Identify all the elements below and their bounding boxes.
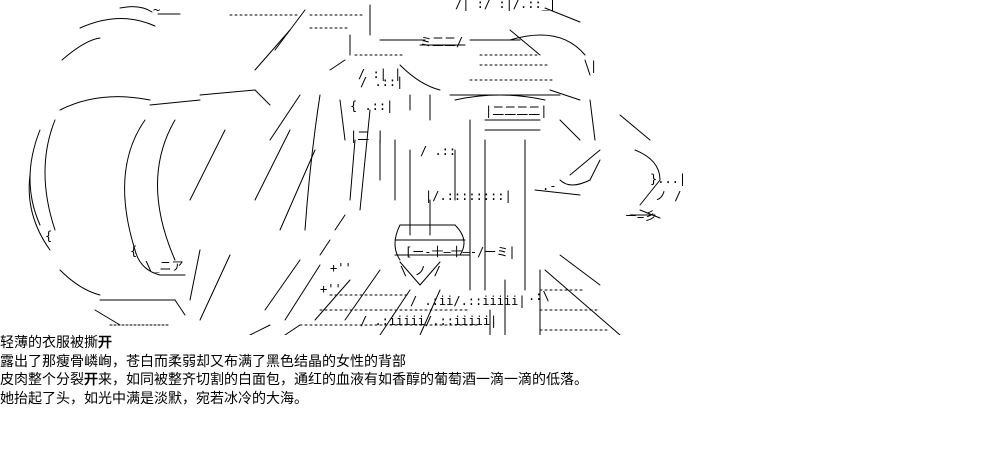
svg-text:ミ二二/: ミ二二/	[420, 35, 463, 49]
caption-text: 轻薄的衣服被撕开 露出了那瘦骨嶙峋，苍白而柔弱却又布满了黑色结晶的女性的背部 皮…	[0, 334, 986, 408]
svg-text:ノ /: ノ /	[655, 189, 681, 203]
svg-text:|/.::::::::|: |/.::::::::|	[425, 189, 512, 203]
svg-text:{: {	[130, 244, 137, 258]
svg-text:.:\: .:\	[528, 289, 550, 303]
svg-text:\_ニア: \_ニア	[145, 259, 183, 273]
svg-text:[ー-十―十―-/ーミ|: [ー-十―十―-/ーミ|	[405, 245, 516, 259]
svg-text:}...|: }...|	[650, 172, 686, 186]
figure-illustration: ~ /| :/ :|/.::_| ミ二二/ / :| | / .::| { .:…	[28, 0, 686, 335]
svg-text:ー=彡: ー=彡	[625, 209, 656, 223]
caption-line-3: 皮肉整个分裂开来，如同被整齐切割的白面包，通红的血液有如香醇的葡萄酒一滴一滴的低…	[0, 372, 588, 388]
svg-text:|二二二二|: |二二二二|	[485, 104, 547, 118]
svg-text:+'': +''	[330, 261, 352, 275]
svg-text:/| :/ :|/.::_|: /| :/ :|/.::_|	[455, 0, 556, 11]
svg-text:~: ~	[153, 3, 160, 17]
svg-text:/ :| |: / :| |	[358, 67, 401, 81]
caption-line-1: 轻薄的衣服被撕开	[0, 335, 112, 351]
caption-line-2: 露出了那瘦骨嶙峋，苍白而柔弱却又布满了黑色结晶的女性的背部	[0, 353, 406, 370]
svg-text:.-: .-	[542, 179, 556, 193]
svg-text:/ .::|: / .::|	[360, 75, 403, 89]
svg-text:/ .::: / .::	[420, 144, 456, 158]
svg-text:/ .:iiiii/.::iiiii|: / .:iiiii/.::iiiii|	[360, 314, 497, 328]
ascii-art: ~ /| :/ :|/.::_| ミ二二/ / :| | / .::| { .:…	[28, 0, 686, 335]
caption-line-4: 她抬起了头，如光中满是淡默，宛若冰冷的大海。	[0, 390, 308, 407]
svg-text:{ .::|: { .::|	[350, 99, 393, 113]
svg-text:/ .:ii/.::iiiii|: / .:ii/.::iiiii|	[410, 294, 526, 308]
svg-text:|: |	[590, 59, 597, 73]
svg-text:\ ノ /: \ ノ /	[400, 264, 441, 278]
svg-text:{: {	[45, 229, 52, 243]
svg-text:|二 |: |二 |	[350, 129, 384, 143]
svg-text:+'': +''	[320, 282, 342, 296]
